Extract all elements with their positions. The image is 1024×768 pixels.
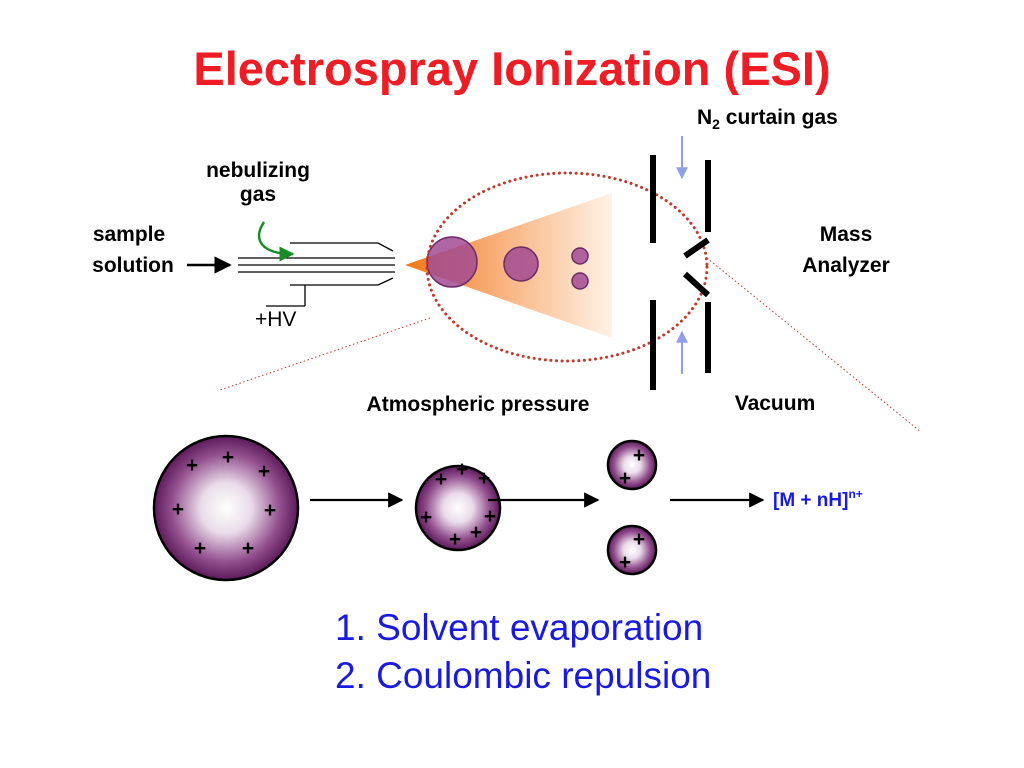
step-solvent-evaporation: 1. Solvent evaporation xyxy=(335,607,703,648)
charge-plus: + xyxy=(258,460,270,483)
charge-plus: + xyxy=(484,505,496,528)
charge-plus: + xyxy=(619,551,631,574)
skimmer-cone-upper xyxy=(683,237,710,259)
charge-plus: + xyxy=(633,444,645,467)
charges-large-droplet: + + + + + + + xyxy=(172,446,276,560)
droplet-medium xyxy=(503,246,539,282)
n2-subscript: 2 xyxy=(712,116,720,132)
ion-formula-base: [M + nH] xyxy=(773,490,848,511)
charge-plus: + xyxy=(633,528,645,551)
charge-plus: + xyxy=(242,537,254,560)
step-coulombic-repulsion: 2. Coulombic repulsion xyxy=(335,655,711,696)
charge-plus: + xyxy=(194,537,206,560)
droplet-small-bottom xyxy=(571,272,589,290)
charged-droplet-small-bottom xyxy=(606,524,658,576)
droplet-large xyxy=(426,236,478,288)
charge-plus: + xyxy=(264,499,276,522)
atmospheric-pressure-label: Atmospheric pressure xyxy=(367,393,590,416)
charge-plus: + xyxy=(420,506,432,529)
page-title: Electrospray Ionization (ESI) xyxy=(193,42,830,95)
sample-label-line2: solution xyxy=(92,254,174,277)
charge-plus: + xyxy=(435,468,447,491)
sample-label-line1: sample xyxy=(93,223,165,246)
charge-plus: + xyxy=(470,521,482,544)
nebulizing-label-line1: nebulizing xyxy=(206,159,310,182)
nebulizer-gas-arrow xyxy=(257,221,295,262)
n2-symbol: N xyxy=(697,106,712,129)
charge-plus: + xyxy=(478,467,490,490)
interface-plates xyxy=(650,155,711,390)
mass-analyzer-label-line2: Analyzer xyxy=(802,254,890,277)
charged-droplet-small-top xyxy=(606,439,658,491)
droplet-small-top xyxy=(571,247,589,265)
charge-plus: + xyxy=(186,454,198,477)
capillary-needle xyxy=(238,242,395,307)
zoom-line-left xyxy=(219,317,431,391)
ion-formula: [M + nH]n+ xyxy=(773,487,863,511)
charge-plus: + xyxy=(172,498,184,521)
vacuum-label: Vacuum xyxy=(735,392,816,415)
charge-plus: + xyxy=(449,528,461,551)
charges-medium-droplet: + + + + + + + xyxy=(420,458,496,551)
charged-droplet-medium xyxy=(414,464,502,552)
nebulizing-label-line2: gas xyxy=(240,183,276,206)
charge-plus: + xyxy=(619,467,631,490)
droplet-sequence: + + + + + + + + + + + + + + + + + + [M +… xyxy=(152,434,863,582)
curtain-gas-text: curtain gas xyxy=(720,106,838,129)
mass-analyzer-label-line1: Mass xyxy=(820,223,873,246)
charge-plus: + xyxy=(456,458,468,481)
skimmer-cone-lower xyxy=(682,271,711,298)
charged-droplet-large xyxy=(152,434,300,582)
atmospheric-region-ellipse xyxy=(425,171,709,363)
n2-curtain-gas-label: N2 curtain gas xyxy=(697,106,838,132)
charge-plus: + xyxy=(222,446,234,469)
spray-droplets xyxy=(426,236,589,290)
high-voltage-label: +HV xyxy=(255,308,296,331)
ion-formula-charge: n+ xyxy=(848,487,862,501)
